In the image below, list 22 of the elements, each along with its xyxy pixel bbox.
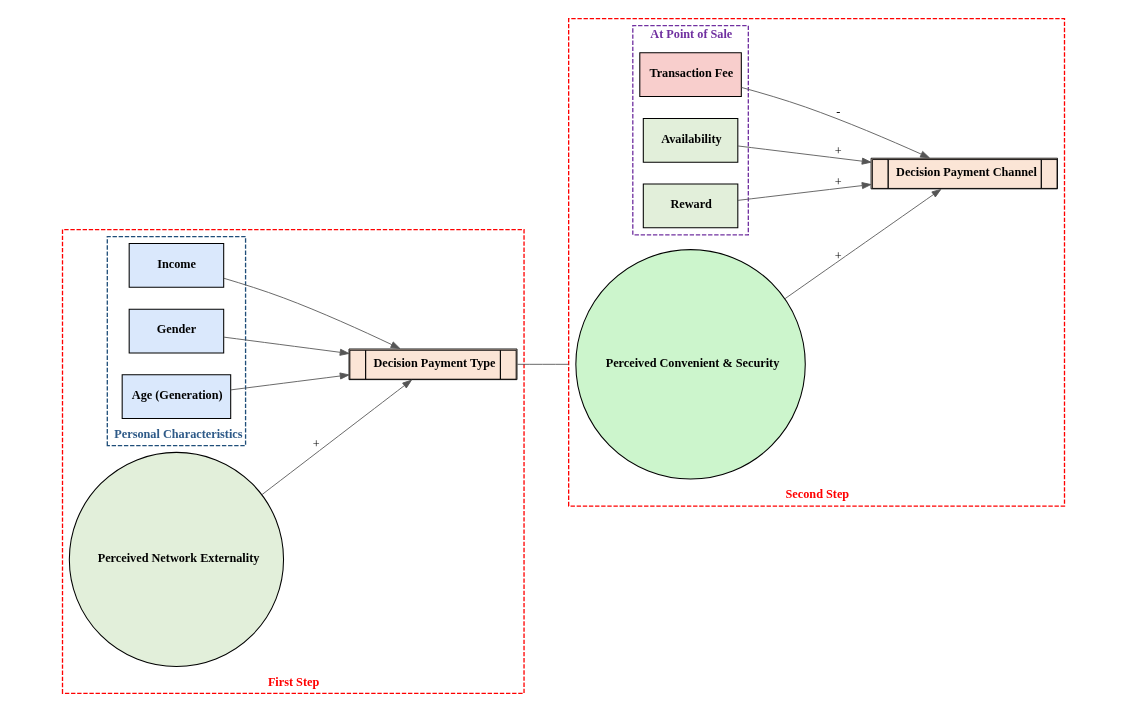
edge-label: + [834, 249, 842, 264]
node-box: Transaction Fee [638, 52, 742, 98]
node-box: Reward [642, 183, 738, 229]
node-box: Gender [128, 308, 224, 354]
node-circle: Perceived Convenient & Security [574, 249, 806, 480]
node-circle: Perceived Network Externality [68, 451, 284, 668]
arrow [740, 87, 930, 159]
edge-label: + [834, 144, 842, 159]
arrow [784, 188, 941, 300]
node-box: Age (Generation) [121, 374, 231, 420]
connector [516, 363, 569, 365]
node-box: Income [128, 243, 224, 288]
arrow [222, 336, 349, 356]
arrow [736, 182, 871, 201]
arrow [223, 277, 400, 349]
arrow [229, 372, 349, 391]
edge-label: - [835, 104, 840, 119]
edge-label: + [312, 436, 320, 451]
node-box: Availability [642, 117, 738, 163]
arrow [736, 145, 871, 165]
edge-label: + [834, 174, 842, 189]
arrow [260, 379, 412, 496]
